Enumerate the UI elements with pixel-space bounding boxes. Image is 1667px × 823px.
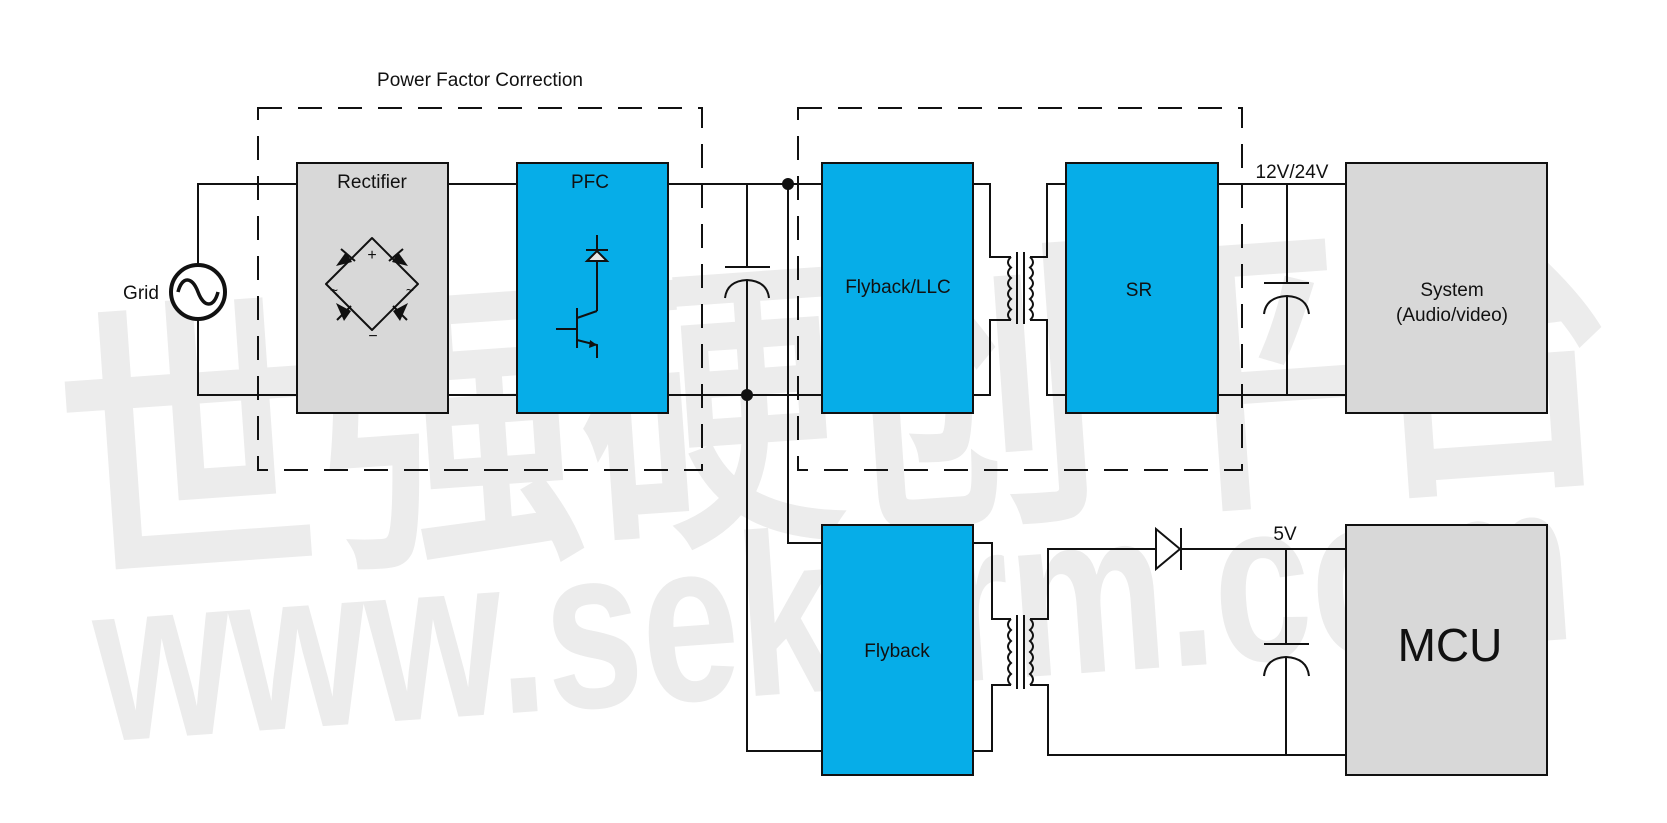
pfc-label: PFC — [571, 172, 609, 193]
flyback-llc-label: Flyback/LLC — [845, 277, 951, 298]
wire-t1-primary-top — [973, 183, 1011, 258]
wire-t2-secondary-top — [1030, 548, 1155, 620]
output-capacitor-main — [1263, 184, 1310, 395]
wire-grid-bottom — [197, 319, 297, 396]
pfc-block: PFC — [516, 162, 669, 414]
transformer-aux-icon — [1007, 615, 1034, 689]
wire-grid-top — [197, 183, 297, 265]
system-block: System (Audio/video) — [1345, 162, 1548, 414]
sr-block: SR — [1065, 162, 1219, 414]
output-capacitor-aux — [1263, 549, 1310, 755]
bridge-ac-right: ~ — [406, 282, 414, 298]
ac-source-icon — [169, 263, 227, 321]
bridge-plus: + — [367, 247, 376, 264]
wire-t1-primary-bottom — [973, 319, 1011, 396]
rail-label-aux: 5V — [1273, 524, 1297, 545]
rail-label-main: 12V/24V — [1256, 162, 1329, 183]
flyback-aux-label: Flyback — [864, 641, 930, 662]
wire-aux-feed-bottom — [746, 395, 822, 752]
rectifier-block: Rectifier + − ~ ~ — [296, 162, 449, 414]
wire-t2-primary-top — [973, 542, 1011, 620]
grid-label: Grid — [123, 283, 159, 304]
wire-aux-feed-top — [787, 184, 822, 544]
wire-t1-secondary-top — [1030, 183, 1066, 258]
bridge-rectifier-icon: + − ~ ~ — [325, 237, 419, 345]
pfc-switch-diode-icon — [556, 235, 610, 358]
transformer-main-icon — [1007, 252, 1034, 324]
system-label: System — [1420, 280, 1483, 301]
flyback-llc-block: Flyback/LLC — [821, 162, 974, 414]
pfc-group-box — [257, 107, 703, 471]
mcu-block: MCU — [1345, 524, 1548, 776]
flyback-aux-block: Flyback — [821, 524, 974, 776]
wire-t1-secondary-bottom — [1030, 319, 1066, 396]
wire-t2-secondary-bottom — [1030, 684, 1346, 756]
sr-label: SR — [1126, 280, 1152, 301]
mcu-label: MCU — [1398, 619, 1503, 671]
dcdc-group-box — [797, 107, 1243, 471]
bridge-minus: − — [368, 328, 377, 345]
pfc-group-label: Power Factor Correction — [377, 70, 583, 91]
bulk-capacitor — [724, 184, 770, 395]
rectifier-label: Rectifier — [337, 172, 407, 193]
wire-t2-primary-bottom — [973, 684, 1011, 752]
system-sublabel: (Audio/video) — [1396, 305, 1508, 326]
bridge-ac-left: ~ — [330, 282, 338, 298]
